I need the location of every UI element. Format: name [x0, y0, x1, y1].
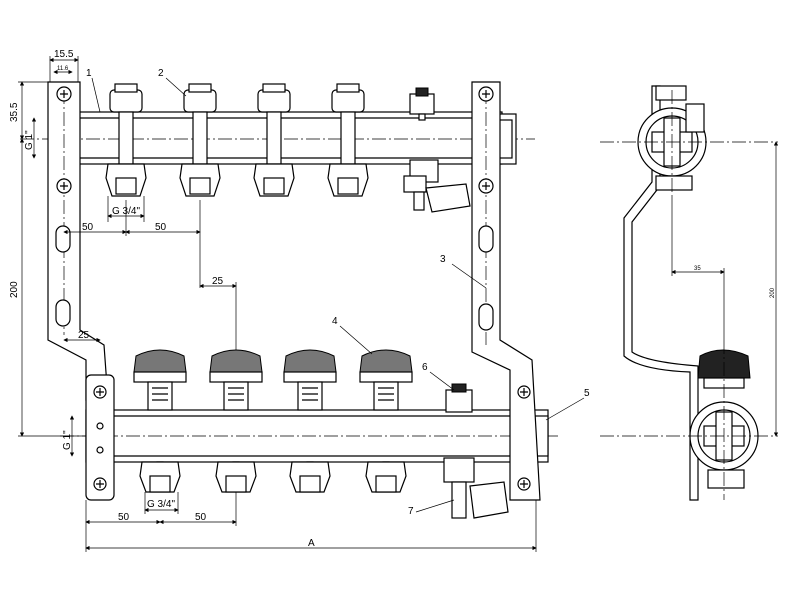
dim-side-offset: 35.5 [9, 102, 20, 122]
front-dimensions: 15.5 11.6 35.5 G 1" 200 G 1" G 3/4" [9, 49, 537, 552]
right-bracket [471, 81, 541, 501]
side-view: 35 200 [600, 85, 779, 501]
upper-outlet-1 [105, 83, 147, 197]
dim-spacing-lower-1: 50 [118, 512, 130, 523]
callouts: 1 2 3 4 5 6 7 [86, 68, 590, 517]
upper-outlet-2 [179, 83, 221, 197]
upper-air-vent [409, 87, 435, 121]
upper-outlet-3 [253, 83, 295, 197]
lower-air-vent [445, 383, 473, 413]
lower-valve-4 [359, 349, 413, 493]
dim-thread-lower: G 1" [62, 430, 73, 450]
callout-3: 3 [440, 254, 446, 265]
dim-offset-lower: 25 [78, 330, 90, 341]
upper-drain-valve [403, 159, 471, 213]
lower-manifold [60, 409, 560, 463]
front-view: 15.5 11.6 35.5 G 1" 200 G 1" G 3/4" [9, 49, 590, 552]
callout-4: 4 [332, 316, 338, 327]
callout-1: 1 [86, 68, 92, 79]
callout-7: 7 [408, 506, 414, 517]
dim-offset-middle: 25 [212, 276, 224, 287]
dim-top-sub: 11.6 [57, 66, 69, 72]
callout-5: 5 [584, 388, 590, 399]
lower-valve-1 [133, 349, 187, 493]
dim-spacing-lower-2: 50 [195, 512, 207, 523]
dim-overall: A [308, 538, 315, 549]
lower-valve-3 [283, 349, 337, 493]
dim-spacing-upper-2: 50 [155, 222, 167, 233]
callout-6: 6 [422, 362, 428, 373]
dim-height: 200 [9, 281, 20, 298]
lower-drain-valve [443, 457, 509, 519]
dim-side-spacing: 35 [694, 266, 701, 272]
dim-thread-upper: G 1" [24, 130, 35, 150]
dim-top-pitch: 15.5 [54, 49, 74, 60]
upper-outlet-4 [327, 83, 369, 197]
lower-valve-2 [209, 349, 263, 493]
callout-2: 2 [158, 68, 164, 79]
dim-thread-outlet-lower: G 3/4" [147, 499, 175, 510]
dim-spacing-upper-1: 50 [82, 222, 94, 233]
left-bracket [47, 81, 115, 501]
dim-side-height: 200 [770, 287, 776, 298]
